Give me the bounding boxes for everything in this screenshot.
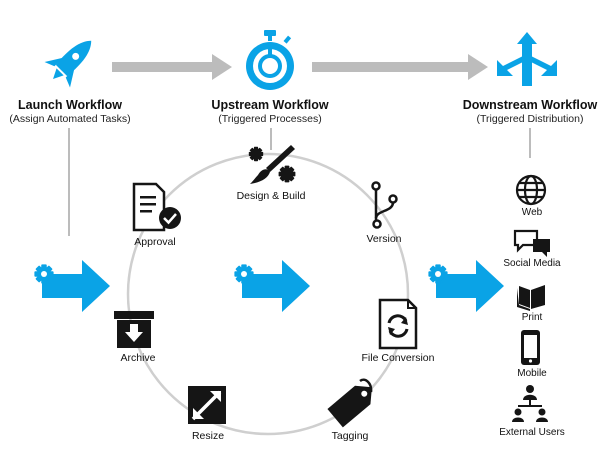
output-label-external-users: External Users <box>499 427 565 438</box>
gear-arrow-icon <box>34 260 110 312</box>
brush-gears-icon <box>248 145 296 184</box>
downstream-workflow-subtitle: (Triggered Distribution) <box>476 113 584 125</box>
upstream-workflow-subtitle: (Triggered Processes) <box>218 113 322 125</box>
upstream-workflow-label: Upstream Workflow (Triggered Processes) <box>211 98 328 126</box>
stopwatch-icon <box>246 30 294 90</box>
downstream-workflow-title: Downstream Workflow <box>462 98 598 112</box>
step-label-resize: Resize <box>191 430 225 442</box>
gear-arrow-icon <box>234 260 310 312</box>
upstream-connector-line <box>270 128 272 150</box>
launch-connector-line <box>68 128 70 236</box>
step-label-approval: Approval <box>134 236 176 248</box>
tag-icon <box>327 378 373 428</box>
launch-workflow-subtitle: (Assign Automated Tasks) <box>9 113 131 125</box>
checklist-icon <box>132 182 181 232</box>
archive-box-icon <box>114 311 154 348</box>
launch-to-upstream-arrow <box>112 54 232 80</box>
gear-arrow-icon <box>428 260 504 312</box>
upstream-workflow-title: Upstream Workflow <box>211 98 329 112</box>
process-arrows <box>34 260 504 312</box>
output-label-print: Print <box>521 312 543 323</box>
users-network-icon <box>512 385 548 422</box>
step-label-version: Version <box>366 233 402 245</box>
downstream-connector-line <box>529 128 531 158</box>
split-arrows-icon <box>497 32 557 86</box>
mobile-phone-icon <box>521 330 540 365</box>
chat-bubbles-icon <box>513 229 550 257</box>
book-icon <box>517 285 545 311</box>
resize-icon <box>188 386 226 424</box>
output-label-mobile: Mobile <box>517 368 547 379</box>
launch-workflow-title: Launch Workflow <box>18 98 122 112</box>
branch-icon <box>371 181 398 229</box>
downstream-workflow-label: Downstream Workflow (Triggered Distribut… <box>463 98 598 126</box>
rocket-icon <box>44 40 92 88</box>
launch-workflow-label: Launch Workflow (Assign Automated Tasks) <box>9 98 130 126</box>
step-label-archive: Archive <box>120 352 156 364</box>
step-label-tagging: Tagging <box>331 430 369 442</box>
process-cycle-ring <box>126 152 410 436</box>
globe-icon <box>515 174 547 206</box>
output-label-web: Web <box>521 207 543 218</box>
stage-flow-arrows <box>112 54 488 80</box>
step-label-file-conversion: File Conversion <box>361 352 435 364</box>
output-label-social-media: Social Media <box>503 258 561 269</box>
upstream-to-downstream-arrow <box>312 54 488 80</box>
step-label-design-build: Design & Build <box>236 190 306 202</box>
connector-lines <box>68 128 531 236</box>
file-refresh-icon <box>378 298 418 350</box>
